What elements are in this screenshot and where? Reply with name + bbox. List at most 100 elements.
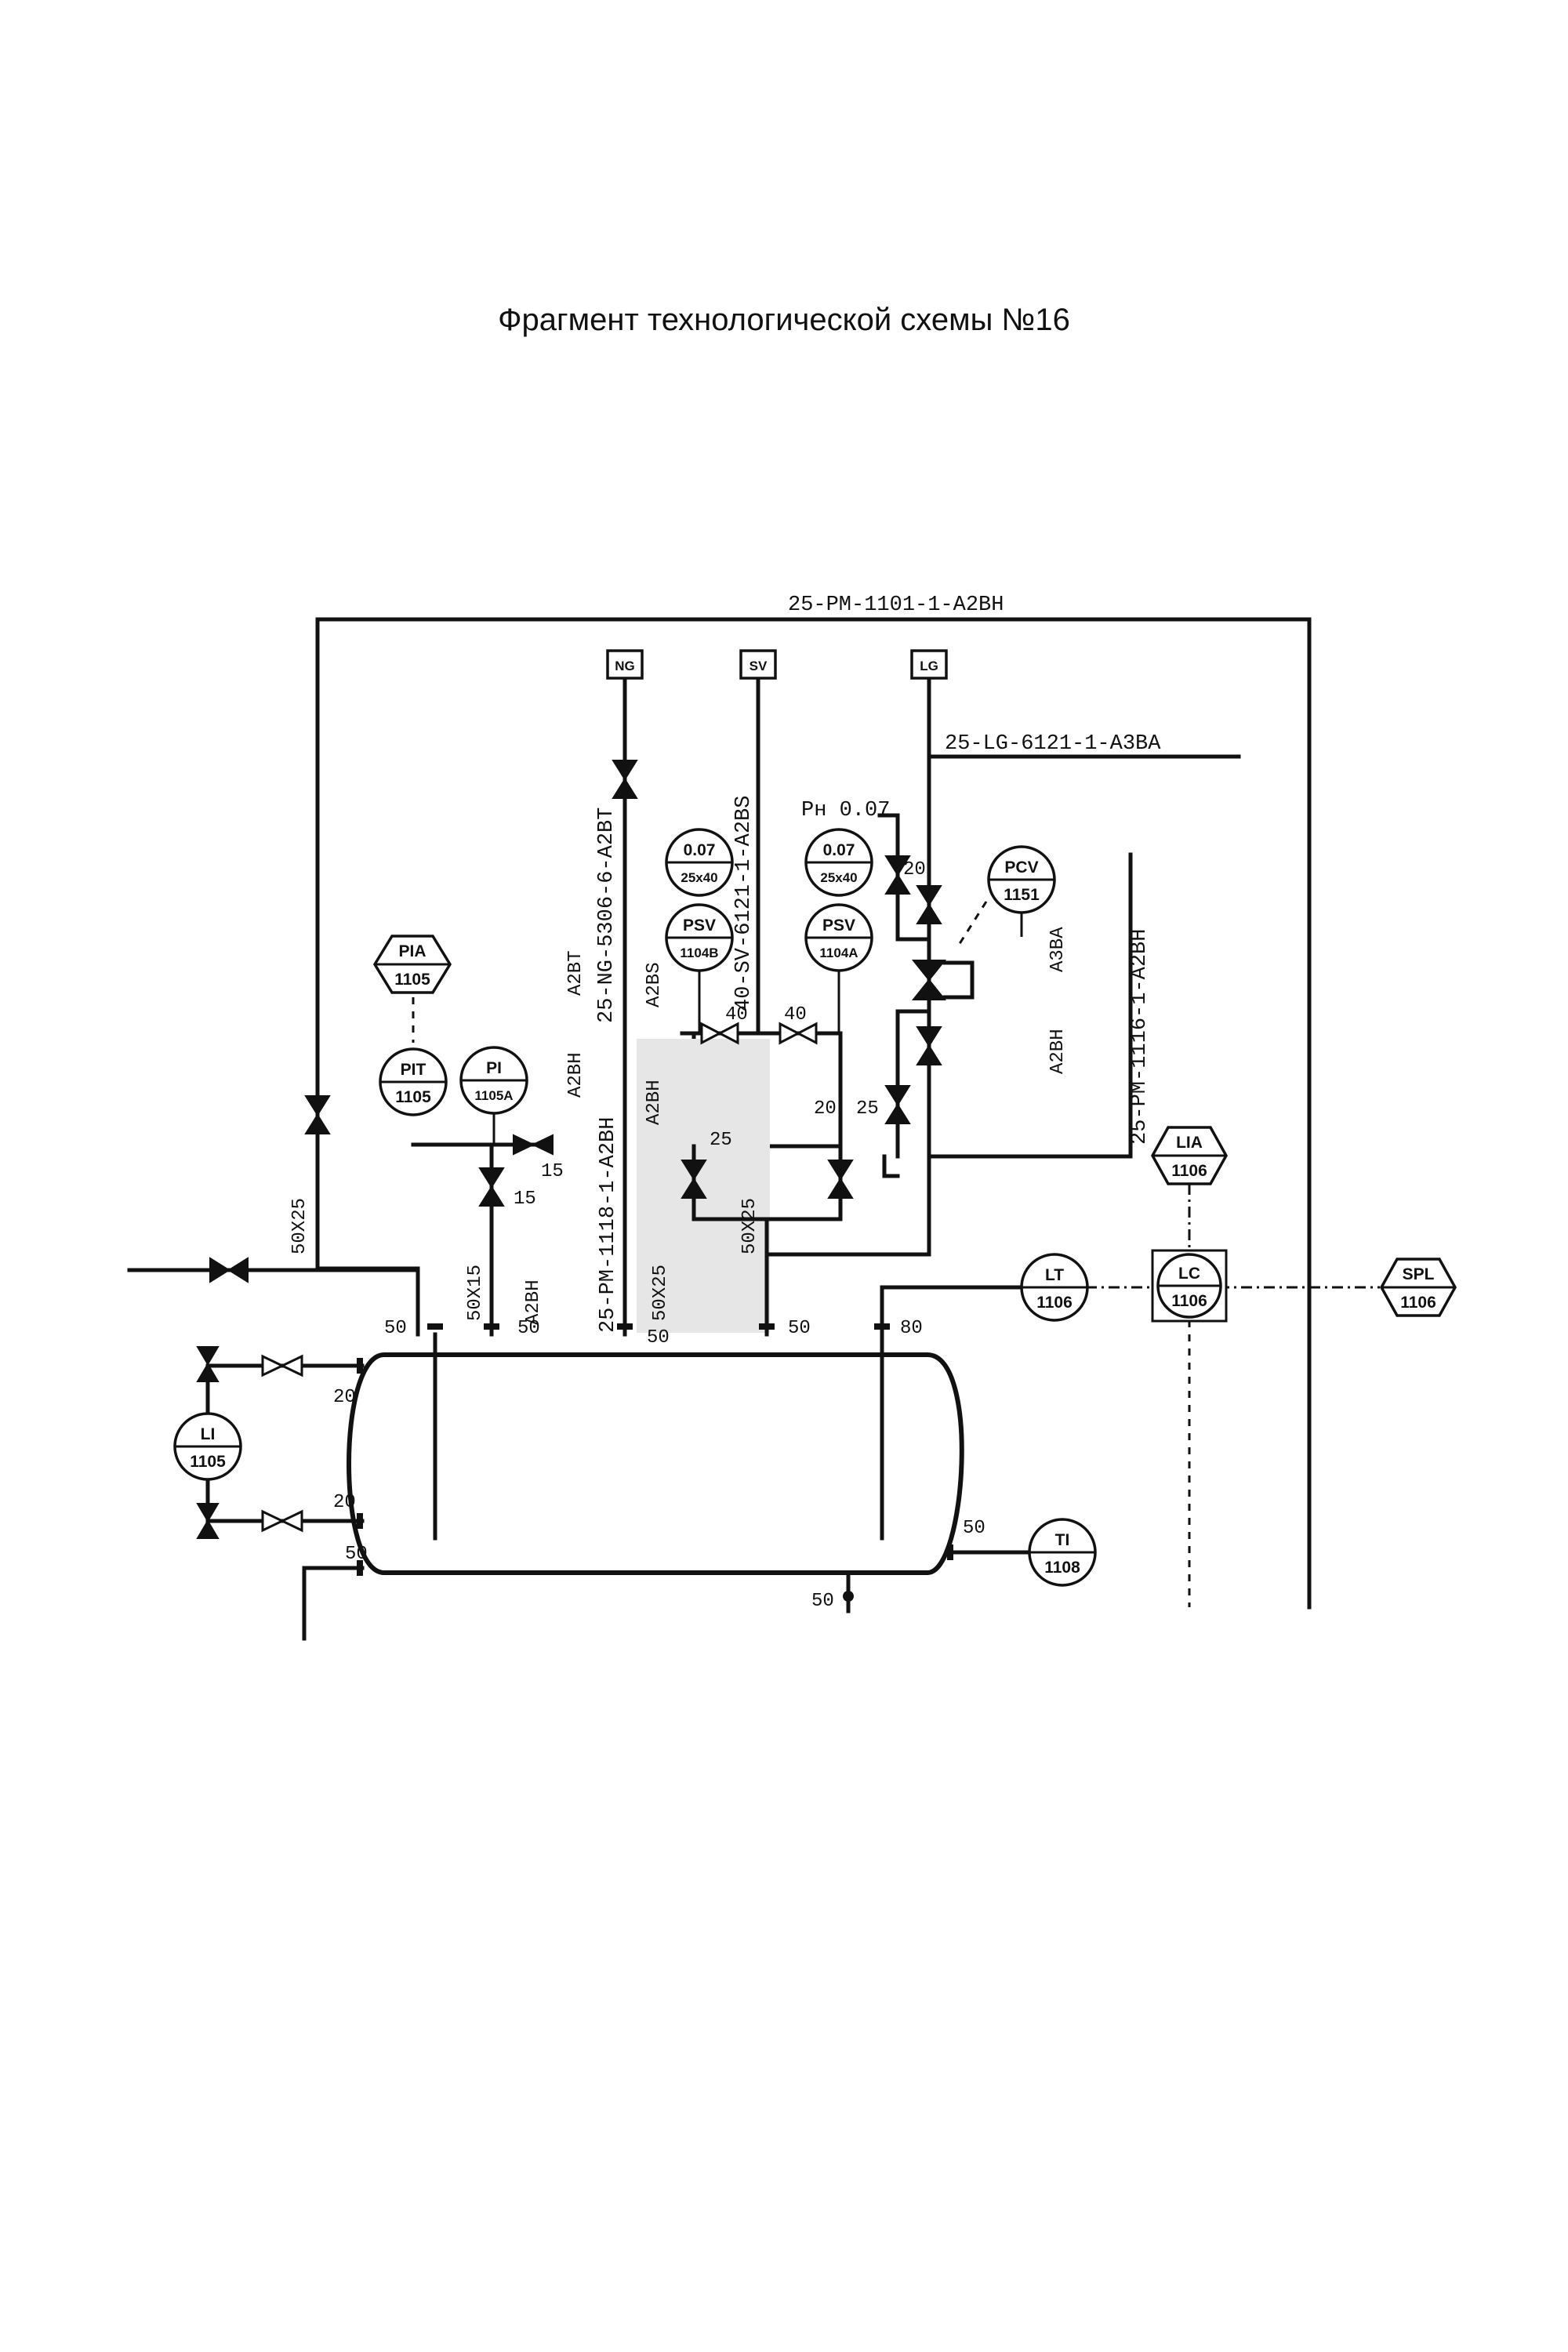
label-a2bs: A2BS [644, 962, 665, 1007]
valve-li-bottom-v[interactable] [196, 1503, 220, 1539]
terminal-sv-label: SV [750, 659, 768, 673]
terminal-sv[interactable]: SV [739, 649, 777, 680]
line-label-lg: 25-LG-6121-1-A3BA [945, 732, 1161, 756]
instrument-ti-1108[interactable]: TI 1108 [1028, 1518, 1097, 1587]
terminal-lg[interactable]: LG [910, 649, 948, 680]
pit-1105-top: PIT [401, 1061, 426, 1079]
line-label-ng: 25-NG-5306-6-A2BT [595, 808, 619, 1023]
psv-1104b-bottom: 1104B [680, 946, 718, 960]
lc-1106-top: LC [1178, 1265, 1200, 1283]
label-n50a: 50 [384, 1318, 407, 1339]
label-n25b: 25 [856, 1098, 879, 1120]
terminal-lg-label: LG [920, 659, 938, 673]
instrument-lt-1106[interactable]: LT 1106 [1020, 1253, 1089, 1322]
instrument-lia-1106[interactable]: LIA 1106 [1150, 1126, 1229, 1185]
label-50x25-right: 50X25 [739, 1198, 760, 1254]
set-b-top: 0.07 [684, 841, 716, 859]
spl-1106-bottom: 1106 [1400, 1294, 1436, 1312]
valve-lg-upper[interactable] [884, 855, 911, 895]
signal-lines [412, 882, 1380, 1607]
li-1105-bottom: 1105 [190, 1453, 226, 1471]
pcv-1151-bottom: 1151 [1004, 886, 1040, 904]
set-a-bottom: 25x40 [820, 870, 857, 885]
instrument-pcv-1151[interactable]: PCV 1151 [987, 845, 1056, 914]
spl-1106-top: SPL [1403, 1265, 1435, 1283]
valve-lg-mid[interactable] [916, 1026, 942, 1065]
psv-1104b-top: PSV [683, 916, 716, 935]
valve-manifold-left[interactable] [681, 1160, 707, 1199]
line-label-pm-1118: 25-PM-1118-1-A2BH [597, 1117, 620, 1333]
instrument-lc-1106[interactable]: LC 1106 [1151, 1249, 1228, 1323]
label-50x15: 50X15 [465, 1265, 486, 1321]
lt-1106-bottom: 1106 [1036, 1294, 1073, 1312]
label-a2bh-c: A2BH [523, 1279, 544, 1325]
valves [196, 760, 975, 1539]
label-n15b: 15 [514, 1189, 536, 1210]
valve-header-left[interactable] [304, 1095, 331, 1134]
label-n25a: 25 [710, 1130, 732, 1151]
pia-1105-top: PIA [398, 942, 426, 960]
valve-inlet[interactable] [209, 1257, 249, 1283]
pi-1105a-top: PI [486, 1059, 502, 1077]
instrument-li-1105[interactable]: LI 1105 [173, 1412, 242, 1481]
terminal-ng-label: NG [615, 659, 635, 673]
li-1105-top: LI [201, 1425, 216, 1443]
valve-li-bottom[interactable] [261, 1509, 303, 1533]
label-a2bt: A2BT [565, 950, 586, 996]
instrument-pia-1105[interactable]: PIA 1105 [372, 935, 452, 994]
ti-1108-top: TI [1055, 1531, 1070, 1549]
pi-1105a-bottom: 1105A [474, 1088, 513, 1103]
label-n20a: 20 [814, 1098, 837, 1120]
valve-lg-25[interactable] [884, 1085, 911, 1124]
label-n50f: 50 [963, 1518, 985, 1539]
label-a2bh-b: A2BH [644, 1080, 665, 1125]
instrument-set-a[interactable]: 0.07 25x40 [804, 828, 873, 897]
lc-1106-bottom: 1106 [1171, 1292, 1207, 1310]
label-n40a: 40 [725, 1004, 748, 1025]
pit-1105-bottom: 1105 [395, 1088, 431, 1106]
instrument-set-b[interactable]: 0.07 25x40 [665, 828, 734, 897]
pcv-actuator [942, 960, 975, 1000]
valve-lg-top[interactable] [916, 885, 942, 924]
label-ph: Рн 0.07 [801, 799, 890, 822]
instrument-psv-1104b[interactable]: PSV 1104B [665, 903, 734, 972]
label-a2bh-a: A2BH [565, 1052, 586, 1098]
valve-li-top-v[interactable] [196, 1346, 220, 1382]
valve-ng[interactable] [612, 760, 638, 799]
label-a3ba: A3BA [1047, 927, 1069, 972]
valve-pcv[interactable] [911, 960, 947, 1000]
psv-1104a-top: PSV [822, 916, 855, 935]
instrument-spl-1106[interactable]: SPL 1106 [1379, 1258, 1457, 1317]
ti-1108-bottom: 1108 [1044, 1559, 1080, 1577]
label-n50e: 50 [345, 1544, 368, 1565]
label-n50c: 50 [647, 1327, 670, 1348]
instrument-pi-1105a[interactable]: PI 1105A [459, 1046, 528, 1145]
valve-li-top[interactable] [261, 1354, 303, 1377]
lia-1106-top: LIA [1176, 1134, 1203, 1152]
valve-psv-a-40[interactable] [779, 1022, 818, 1045]
valve-pi-15[interactable] [478, 1167, 505, 1207]
label-n20b: 20 [903, 859, 926, 880]
label-n80: 80 [900, 1318, 923, 1339]
label-50x25-mid: 50X25 [650, 1265, 671, 1321]
page-title: Фрагмент технологической схемы №16 [498, 303, 1070, 337]
line-label-sv: 40-SV-6121-1-A2BS [732, 796, 756, 1011]
instrument-psv-1104a[interactable]: PSV 1104A [804, 903, 873, 972]
label-n50g: 50 [811, 1591, 834, 1612]
label-n20d: 20 [333, 1492, 356, 1513]
label-n20c: 20 [333, 1387, 356, 1408]
line-label-pm-1116: 25-PM-1116-1-A2BH [1128, 929, 1152, 1145]
valve-psv-b-40[interactable] [700, 1022, 739, 1045]
psv-1104a-bottom: 1104A [819, 946, 858, 960]
set-b-bottom: 25x40 [681, 870, 717, 885]
label-n15a: 15 [541, 1161, 564, 1182]
valve-manifold-right[interactable] [827, 1160, 854, 1199]
lia-1106-bottom: 1106 [1171, 1162, 1207, 1180]
valve-pi-15b[interactable] [513, 1134, 554, 1156]
label-n50d: 50 [788, 1318, 811, 1339]
pcv-1151-top: PCV [1004, 858, 1038, 877]
lt-1106-top: LT [1045, 1266, 1064, 1284]
instrument-pit-1105[interactable]: PIT 1105 [379, 1047, 448, 1116]
terminal-ng[interactable]: NG [606, 649, 644, 680]
